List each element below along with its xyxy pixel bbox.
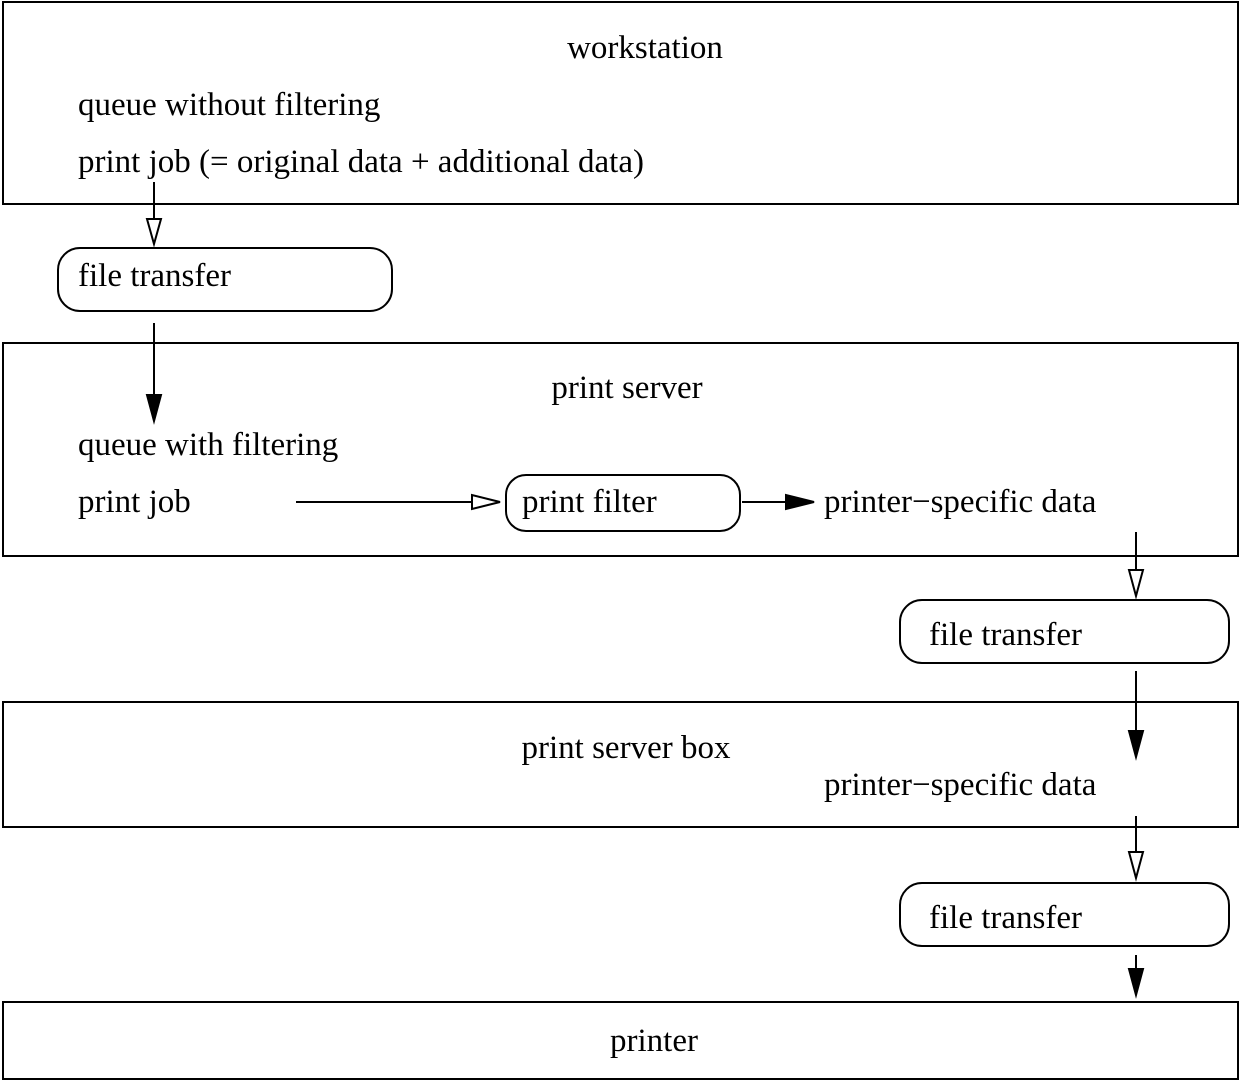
print-server-title: print server xyxy=(551,370,702,406)
printer-box: printer xyxy=(2,1001,1239,1080)
print-filter-label: print filter xyxy=(522,484,657,520)
arrow-job-to-filter xyxy=(296,493,501,511)
arrow-transfer-to-print-server xyxy=(145,323,163,425)
print-server-box-data-label: printer−specific data xyxy=(824,767,1097,803)
workstation-box: workstation queue without filtering prin… xyxy=(2,1,1239,205)
arrow-server-to-transfer-2 xyxy=(1127,532,1145,600)
arrow-filter-to-output xyxy=(742,493,815,511)
workstation-title: workstation xyxy=(567,30,723,66)
print-server-box-title: print server box xyxy=(522,730,731,766)
print-server-output-label: printer−specific data xyxy=(824,484,1097,520)
file-transfer-label-1: file transfer xyxy=(78,258,231,294)
arrow-transfer-3-to-printer xyxy=(1127,955,1145,999)
print-server-queue-label: queue with filtering xyxy=(78,427,338,463)
print-server-box: print server queue with filtering print … xyxy=(2,342,1239,557)
workstation-queue-label: queue without filtering xyxy=(78,87,380,123)
file-transfer-label-2: file transfer xyxy=(929,617,1082,653)
file-transfer-label-3: file transfer xyxy=(929,900,1082,936)
arrow-workstation-to-transfer xyxy=(145,182,163,248)
printer-title: printer xyxy=(610,1023,698,1059)
file-transfer-node-1: file transfer xyxy=(57,247,393,312)
workstation-print-job-label: print job (= original data + additional … xyxy=(78,144,644,180)
print-server-job-label: print job xyxy=(78,484,191,520)
print-filter-node: print filter xyxy=(505,474,741,532)
print-server-box-device: print server box printer−specific data xyxy=(2,701,1239,828)
arrow-transfer-2-to-box xyxy=(1127,671,1145,761)
file-transfer-node-3: file transfer xyxy=(899,882,1230,947)
arrow-box-to-transfer-3 xyxy=(1127,816,1145,882)
file-transfer-node-2: file transfer xyxy=(899,599,1230,664)
